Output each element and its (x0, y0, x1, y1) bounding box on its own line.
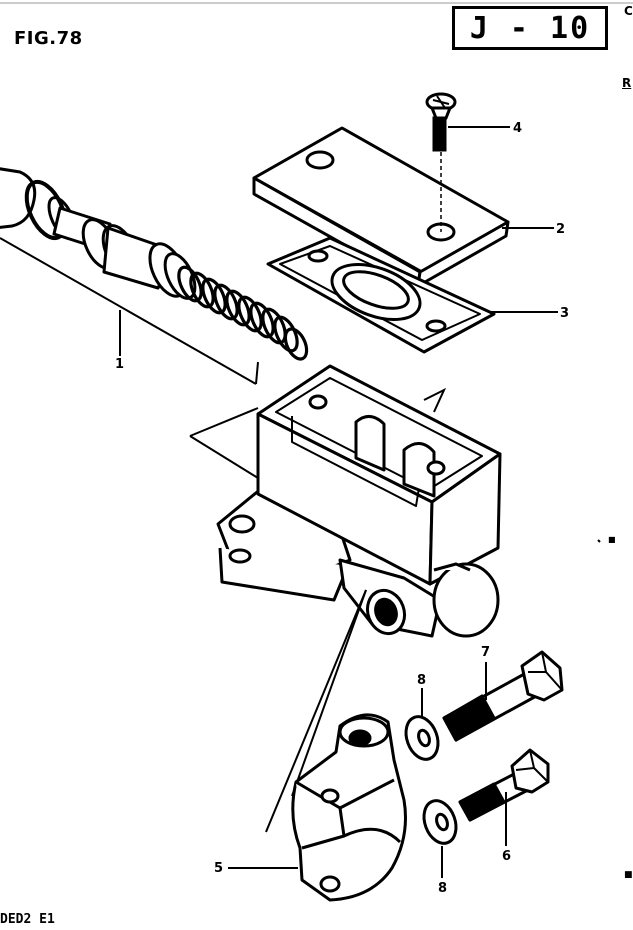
leader-lines (119, 126, 558, 878)
callout-5: 5 (214, 861, 223, 876)
callout-8-upper: 8 (417, 673, 426, 688)
edge-mark-top-right: C (624, 4, 633, 18)
page-badge: J - 10 (452, 6, 608, 50)
clamp-holder-icon (291, 713, 407, 902)
edge-dot: ■ (624, 870, 633, 880)
bolt-icon (458, 748, 550, 822)
callout-6: 6 (502, 849, 511, 864)
callouts: 1 2 3 4 5 6 7 8 8 (115, 121, 569, 896)
diaphragm-gasket-icon (266, 236, 496, 354)
callout-7: 7 (481, 645, 490, 660)
footer-code: DED2 E1 (0, 912, 55, 927)
figure-label: FIG.78 (14, 28, 83, 49)
washer-icon (404, 715, 440, 761)
piston-spring-assembly-icon (0, 167, 309, 361)
screw-icon (425, 92, 457, 152)
callout-4: 4 (513, 121, 522, 136)
bolt-icon (442, 650, 564, 742)
callout-2: 2 (556, 222, 565, 237)
washer-icon (422, 799, 458, 845)
edge-mark-right: R (622, 76, 632, 90)
callout-1: 1 (115, 357, 124, 372)
master-cylinder-body (216, 364, 502, 638)
edge-dot: ■ (608, 535, 616, 544)
callout-8-lower: 8 (438, 881, 447, 896)
callout-3: 3 (560, 306, 569, 321)
assembly-bracket (0, 237, 259, 385)
